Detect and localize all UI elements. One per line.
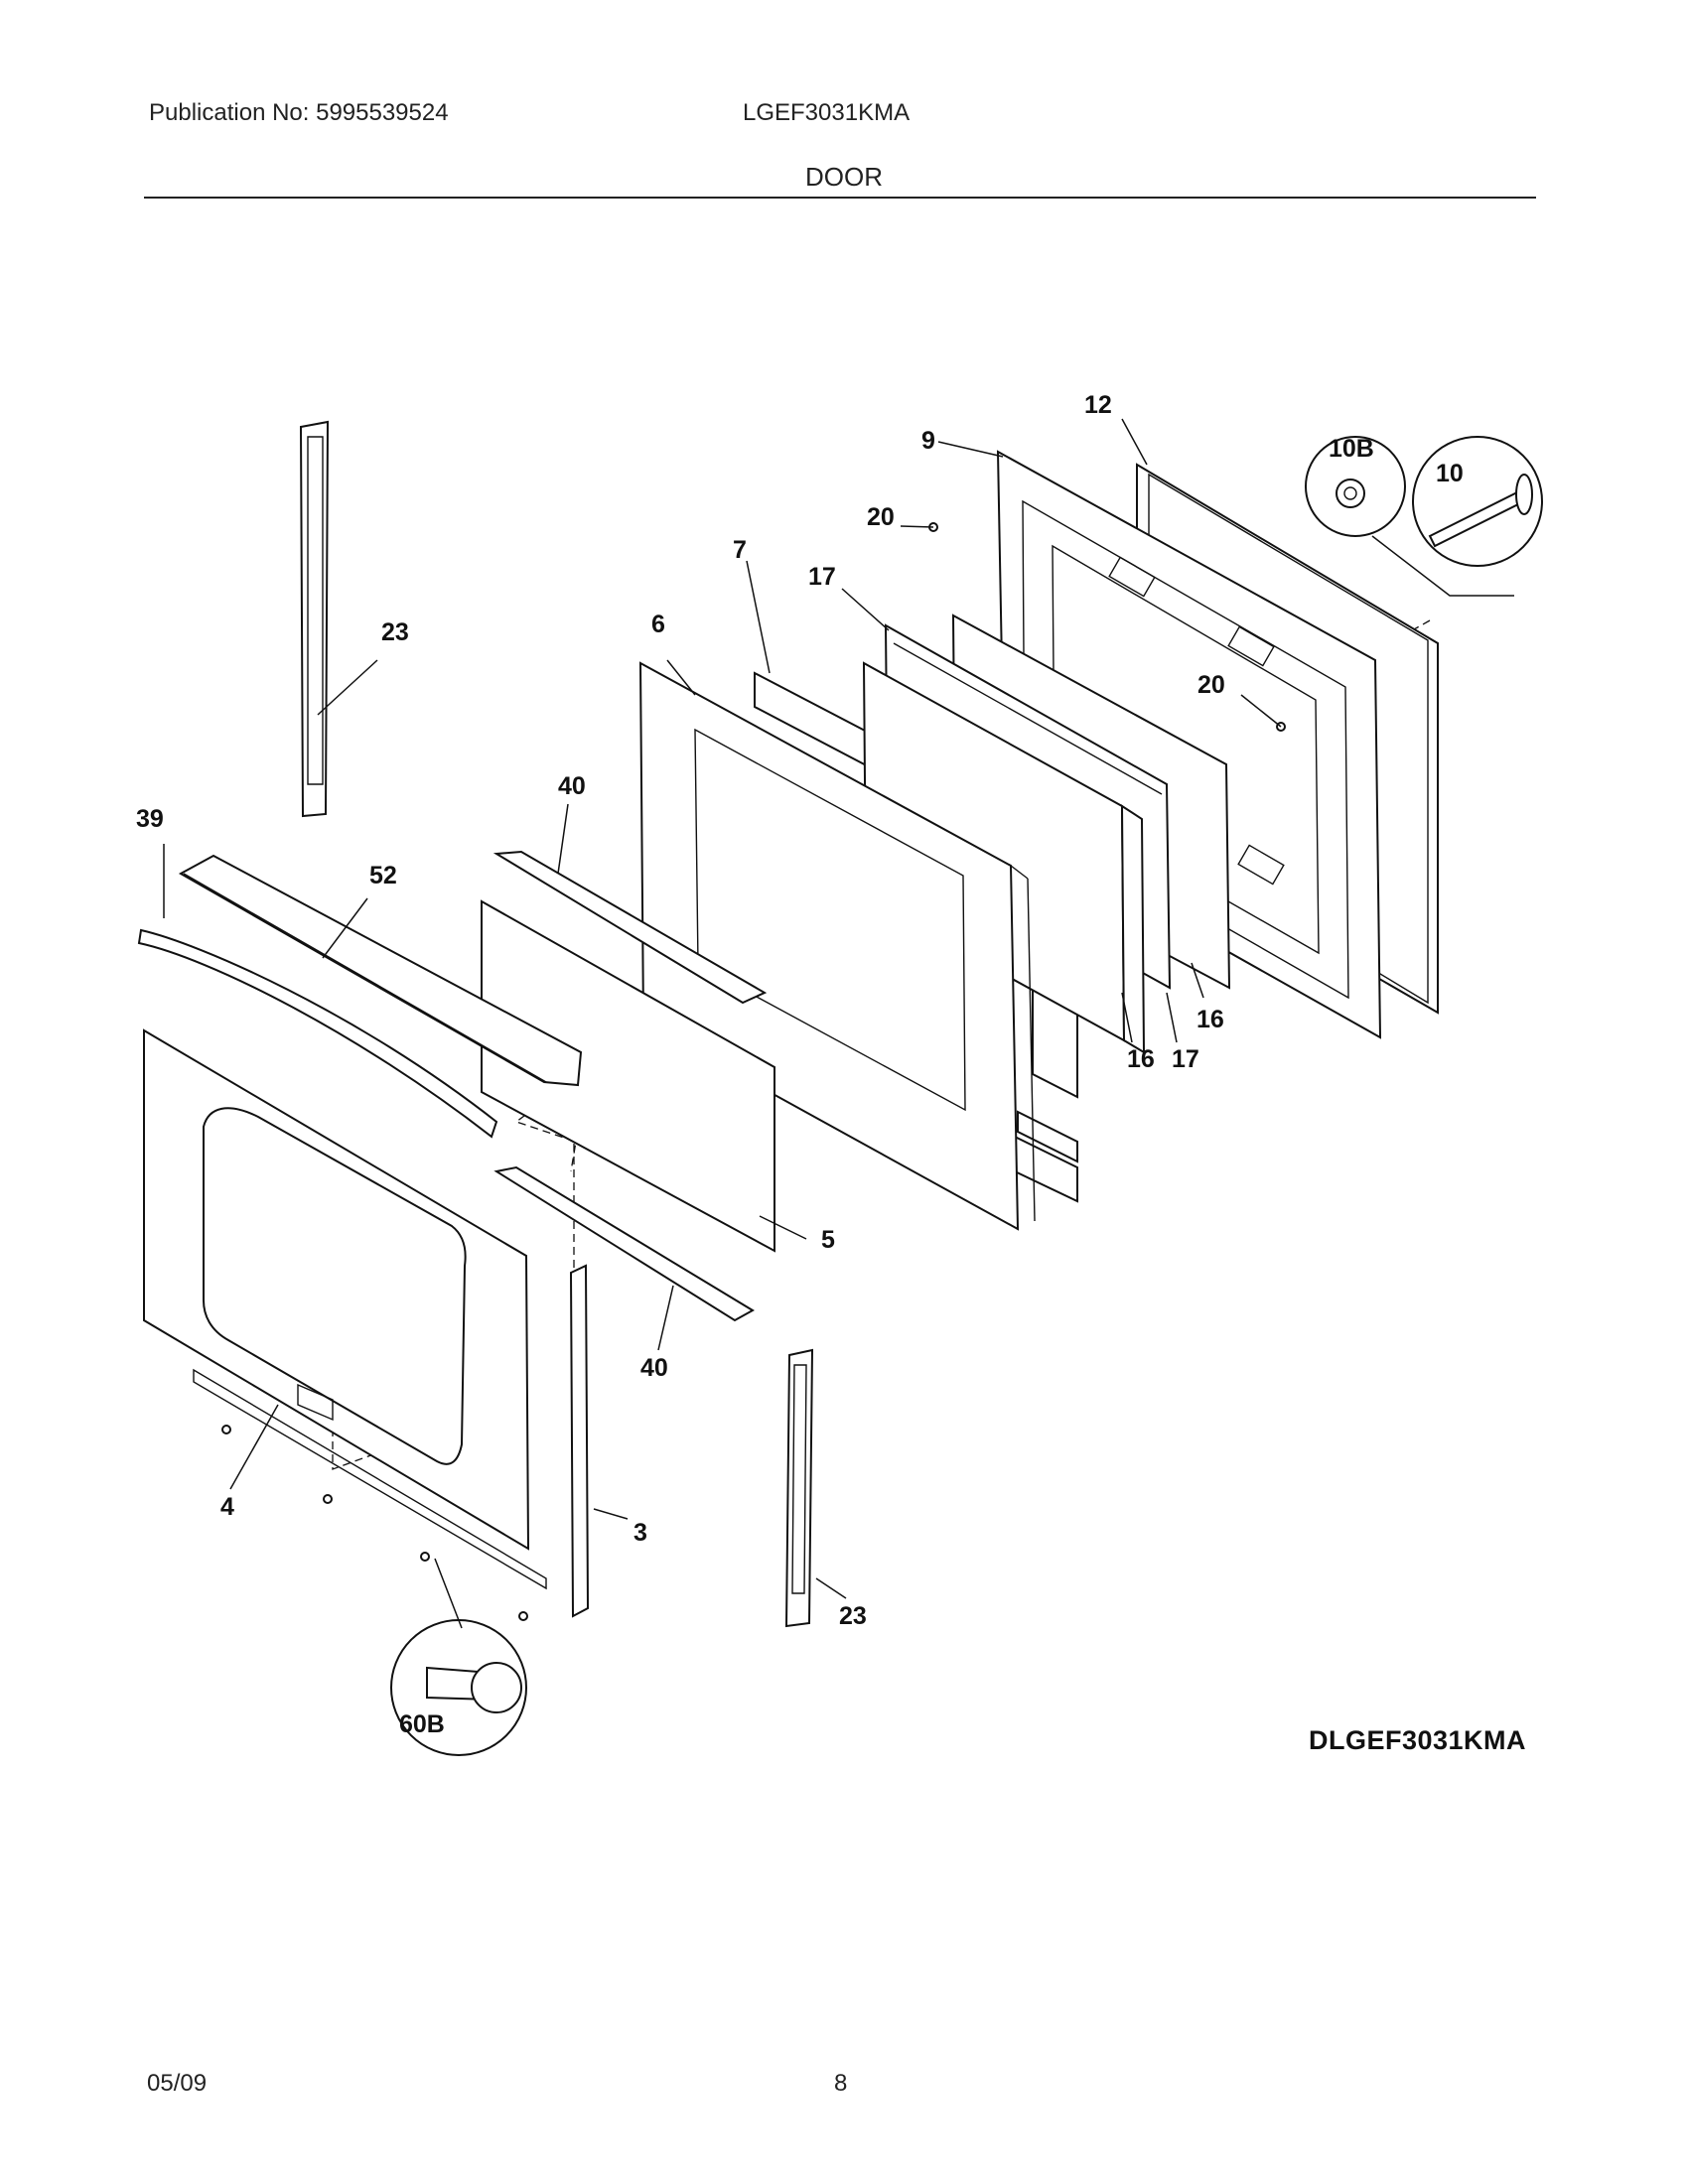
part-23-hinge-upper — [299, 420, 330, 818]
leader-lines — [163, 418, 1514, 1629]
callout-17-bottom: 17 — [1172, 1045, 1199, 1073]
callout-23-lower: 23 — [839, 1602, 867, 1630]
callout-23-upper: 23 — [381, 618, 409, 646]
header-rule — [144, 197, 1536, 199]
callout-4: 4 — [220, 1493, 234, 1521]
part-40-lower-channel — [493, 1165, 755, 1322]
callout-9: 9 — [921, 427, 935, 455]
callout-3: 3 — [633, 1519, 647, 1547]
callout-7: 7 — [733, 536, 747, 564]
detail-60b-screw — [390, 1619, 527, 1756]
screws — [221, 522, 1286, 1621]
callout-40-lower: 40 — [640, 1354, 668, 1382]
model-number: LGEF3031KMA — [743, 99, 911, 126]
callout-10: 10 — [1436, 460, 1464, 487]
callout-39: 39 — [136, 805, 164, 833]
part-3-outer-door — [143, 1028, 590, 1618]
callout-10b: 10B — [1329, 435, 1374, 463]
detail-10b-washer — [1305, 436, 1406, 537]
part-17-front-retainer — [1120, 804, 1146, 1054]
part-6-door-frame — [638, 661, 1036, 1231]
callout-40-upper: 40 — [558, 772, 586, 800]
callout-12: 12 — [1084, 391, 1112, 419]
part-23-hinge-lower — [784, 1348, 814, 1628]
detail-10-bolt — [1412, 436, 1543, 567]
footer-date: 05/09 — [147, 2070, 208, 2097]
part-39-handle — [137, 928, 498, 1139]
callout-5: 5 — [821, 1226, 835, 1254]
callout-60b: 60B — [399, 1710, 445, 1738]
section-title: DOOR — [805, 162, 883, 192]
callout-6: 6 — [651, 611, 665, 638]
publication-number: Publication No: 5995539524 — [149, 99, 449, 126]
page-number: 8 — [834, 2070, 848, 2097]
diagram-code: DLGEF3031KMA — [1309, 1725, 1527, 1755]
part-40-upper-channel — [492, 850, 768, 1005]
part-52-top-trim — [178, 854, 583, 1087]
callout-17-upper: 17 — [808, 563, 836, 591]
callout-20-lower: 20 — [1197, 671, 1225, 699]
callout-16-bottom: 16 — [1127, 1045, 1155, 1073]
callout-52: 52 — [369, 862, 397, 889]
callout-16-right: 16 — [1196, 1006, 1224, 1033]
callout-20-upper: 20 — [867, 503, 895, 531]
